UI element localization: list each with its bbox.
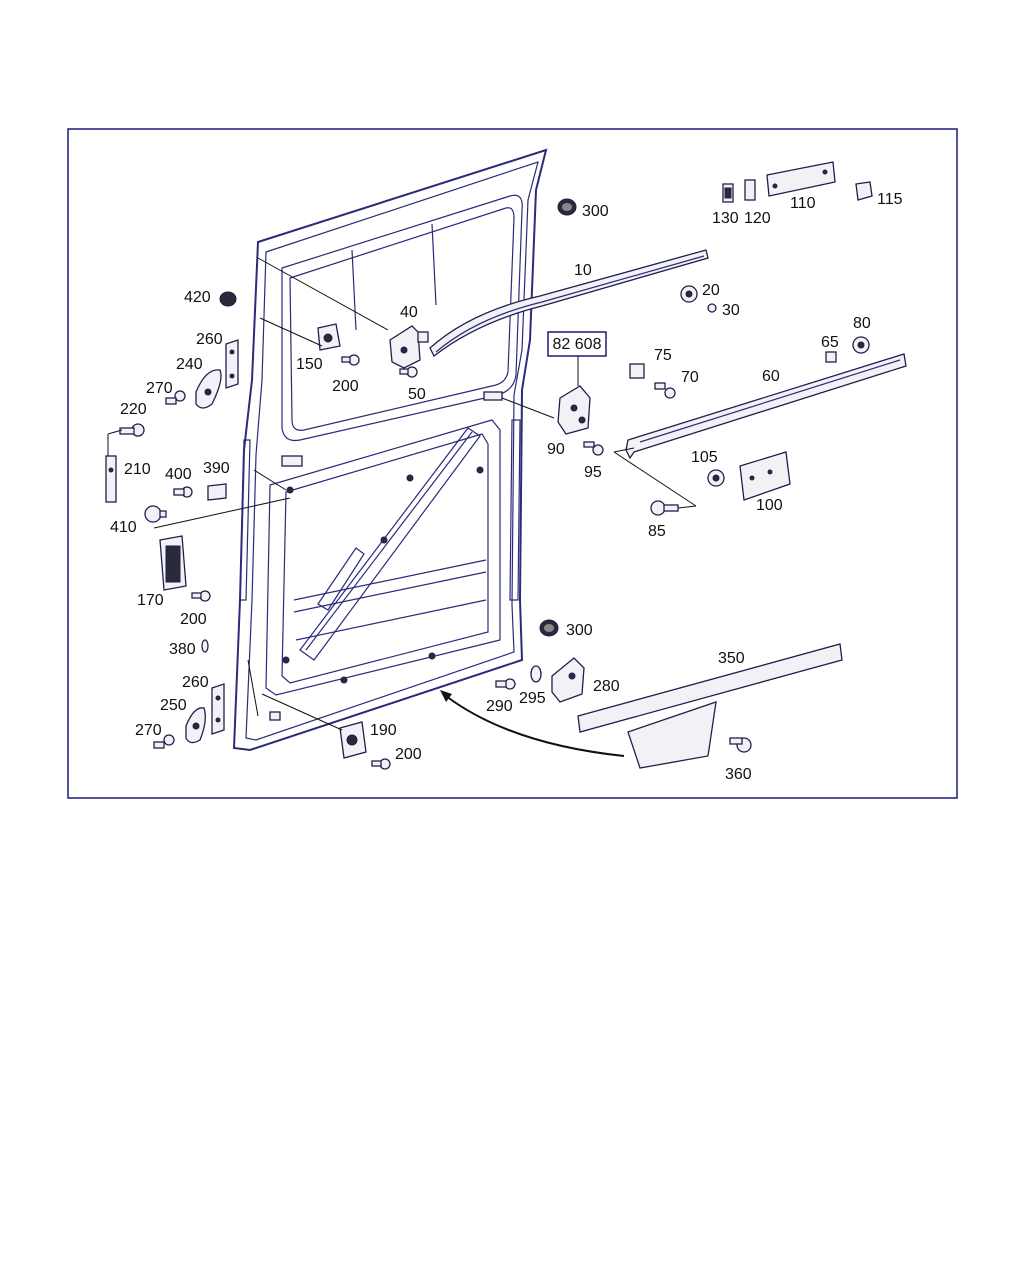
callout-190: 190 — [370, 722, 397, 739]
callout-360: 360 — [725, 766, 752, 783]
callout-270-bottom: 270 — [135, 722, 162, 739]
callout-350: 350 — [718, 650, 745, 667]
callout-240: 240 — [176, 356, 203, 373]
hinge-part-260-bottom — [211, 683, 225, 735]
callout-65: 65 — [821, 334, 839, 351]
callout-380: 380 — [169, 641, 196, 658]
guide-part-150 — [317, 323, 341, 351]
callout-290: 290 — [486, 698, 513, 715]
cap-part-115 — [855, 181, 873, 201]
callout-120: 120 — [744, 210, 771, 227]
reference-box-label: 82 608 — [553, 336, 602, 353]
bolt-part-270-bottom — [153, 734, 175, 749]
assembly-arrow — [440, 690, 625, 757]
callout-labels: 300 130 120 110 115 10 20 30 420 40 260 … — [110, 191, 903, 783]
bracket-part-100 — [739, 451, 791, 501]
sliding-door-shell — [232, 148, 548, 752]
latch-part-210 — [105, 455, 117, 503]
screw-part-200-a — [341, 354, 360, 366]
bolt-part-270-top — [165, 390, 186, 405]
callout-50: 50 — [408, 386, 426, 403]
pad-part-65 — [825, 351, 837, 363]
roller-part-300-top — [557, 198, 577, 216]
callout-30: 30 — [722, 302, 740, 319]
cover-part-110 — [766, 161, 836, 197]
callout-200-c: 200 — [395, 746, 422, 763]
washer-part-80 — [852, 336, 870, 354]
callout-95: 95 — [584, 464, 602, 481]
callout-200-b: 200 — [180, 611, 207, 628]
callout-170: 170 — [137, 592, 164, 609]
leader-lines — [107, 257, 697, 731]
callout-260-bottom: 260 — [182, 674, 209, 691]
ring-part-380 — [201, 639, 209, 653]
callout-75: 75 — [654, 347, 672, 364]
callout-90: 90 — [547, 441, 565, 458]
callout-280: 280 — [593, 678, 620, 695]
callout-105: 105 — [691, 449, 718, 466]
callout-295: 295 — [519, 690, 546, 707]
callout-110: 110 — [790, 195, 816, 212]
diagram-frame — [67, 128, 958, 799]
callout-420: 420 — [184, 289, 211, 306]
clip-part-120 — [744, 179, 756, 201]
callout-260-top: 260 — [196, 331, 223, 348]
bolt-part-290 — [495, 678, 516, 690]
handle-part-170 — [159, 535, 187, 591]
callout-130: 130 — [712, 210, 739, 227]
bolt-part-400 — [173, 486, 193, 498]
bracket-part-280 — [551, 657, 585, 703]
callout-100: 100 — [756, 497, 783, 514]
callout-80: 80 — [853, 315, 871, 332]
bolt-part-360 — [729, 737, 752, 753]
callout-390: 390 — [203, 460, 230, 477]
callout-300-bottom: 300 — [566, 622, 593, 639]
button-part-410 — [144, 505, 167, 523]
callout-150: 150 — [296, 356, 323, 373]
bracket-part-40 — [389, 325, 429, 369]
lock-part-250 — [185, 707, 206, 744]
screw-part-200-c — [371, 758, 391, 770]
guide-part-190 — [339, 721, 367, 759]
callout-410: 410 — [110, 519, 137, 536]
washer-part-20 — [680, 285, 698, 303]
callout-300-top: 300 — [582, 203, 609, 220]
bolt-part-220 — [119, 423, 145, 437]
clip-part-130 — [722, 183, 734, 203]
callout-270-top: 270 — [146, 380, 173, 397]
screw-part-70 — [654, 382, 676, 399]
callout-40: 40 — [400, 304, 418, 321]
screw-part-200-b — [191, 590, 211, 602]
lock-part-240 — [195, 369, 222, 409]
callout-250: 250 — [160, 697, 187, 714]
washer-part-105 — [707, 469, 725, 487]
callout-210: 210 — [124, 461, 151, 478]
callout-60: 60 — [762, 368, 780, 385]
callout-200-a: 200 — [332, 378, 359, 395]
pad-part-75 — [629, 363, 645, 379]
callout-70: 70 — [681, 369, 699, 386]
screw-part-95 — [583, 441, 604, 456]
reference-box — [547, 331, 607, 357]
washer-part-295 — [530, 665, 542, 683]
upper-rail-part-10 — [429, 249, 709, 357]
sill-part-350 — [577, 643, 843, 769]
bracket-part-90 — [557, 385, 591, 435]
bolt-part-85 — [650, 500, 679, 516]
screw-part-50 — [399, 366, 418, 378]
callout-85: 85 — [648, 523, 666, 540]
washer-part-30 — [707, 303, 717, 313]
callout-10: 10 — [574, 262, 592, 279]
bracket-part-390 — [207, 483, 227, 501]
cap-part-420 — [219, 291, 237, 307]
callout-115: 115 — [877, 191, 903, 208]
callout-20: 20 — [702, 282, 720, 299]
callout-220: 220 — [120, 401, 147, 418]
callout-400: 400 — [165, 466, 192, 483]
roller-part-300-bottom — [539, 619, 559, 637]
hinge-part-260-top — [225, 339, 239, 389]
